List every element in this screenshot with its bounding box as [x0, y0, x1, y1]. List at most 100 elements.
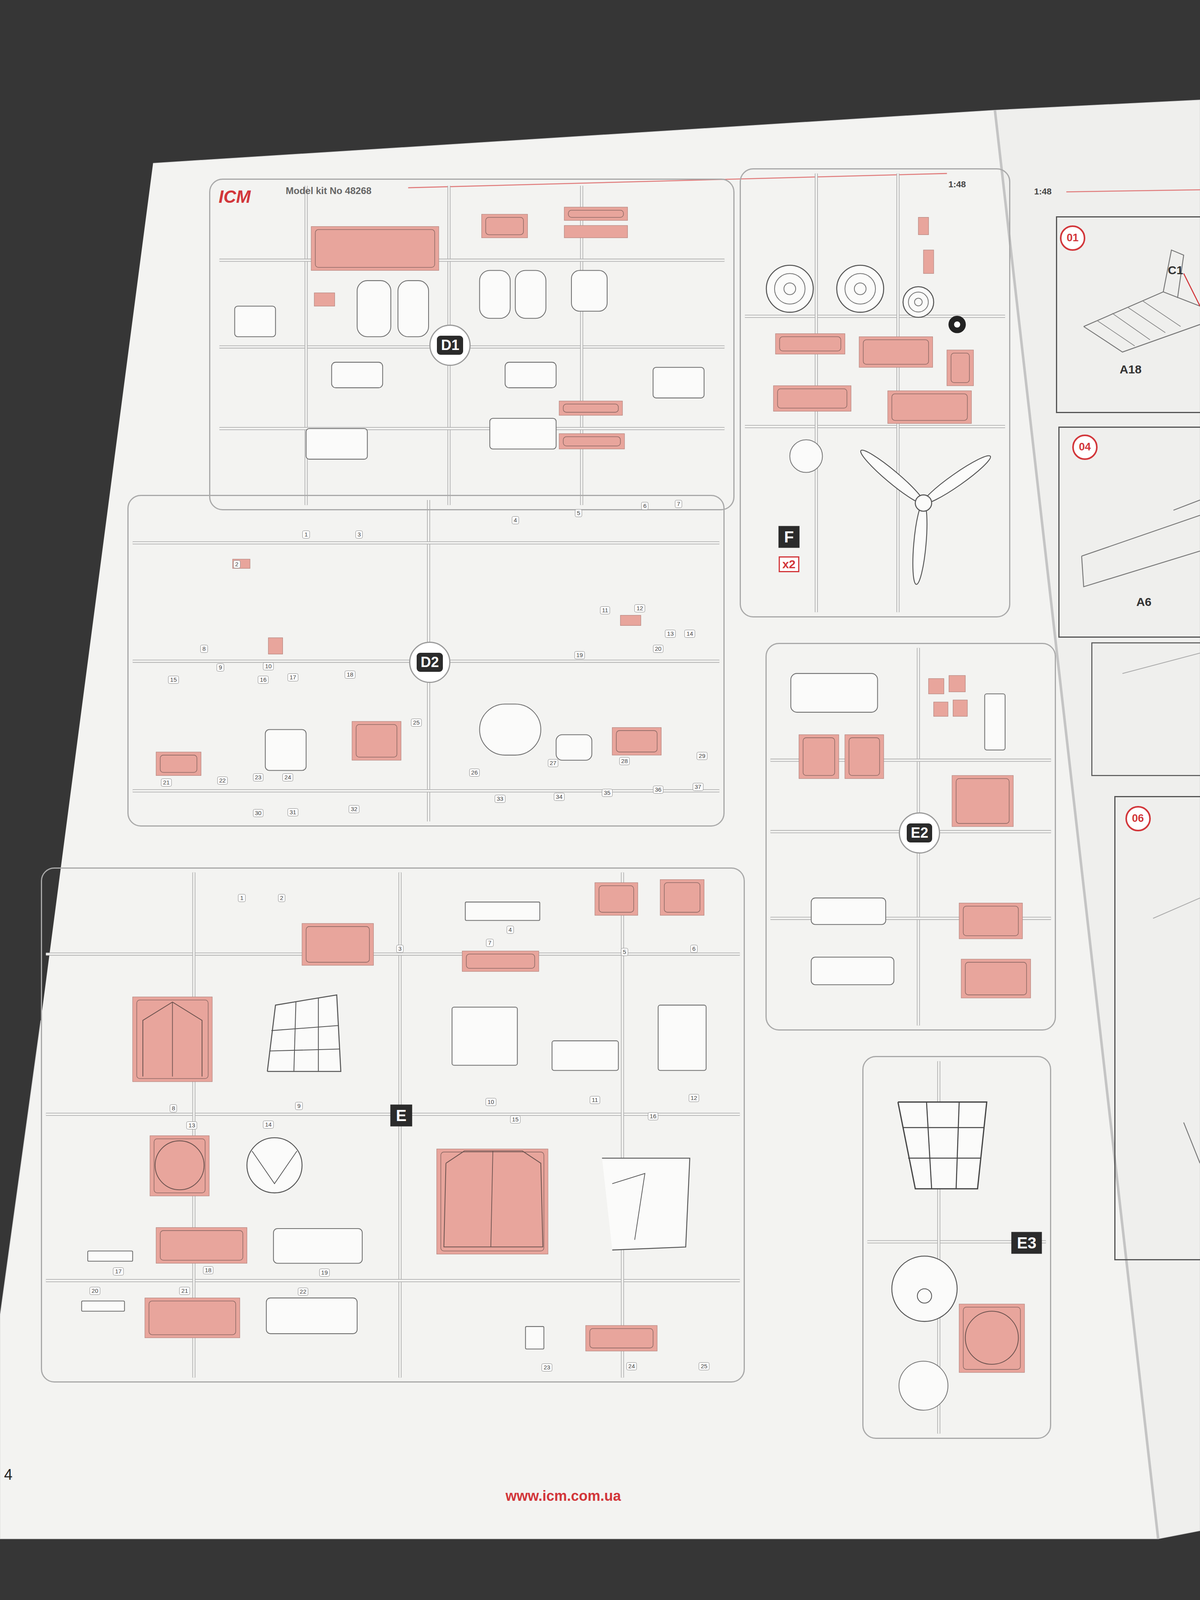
wheel	[766, 265, 814, 313]
part-outline	[616, 730, 658, 752]
window-frame-bar	[271, 1025, 339, 1031]
part-outline	[803, 737, 835, 776]
part-number-box: 29	[696, 751, 708, 760]
part-number-box: 20	[652, 644, 664, 653]
part-number-box: 8	[200, 644, 208, 653]
window-frame-bar	[294, 1001, 297, 1072]
highlighted-part	[311, 226, 439, 271]
sprue-part	[398, 280, 429, 337]
leader-line	[1183, 273, 1200, 306]
sprue-part	[811, 957, 894, 985]
panel-detail	[612, 1173, 645, 1240]
part-number-box: 16	[647, 1112, 659, 1121]
propeller-blade	[910, 502, 930, 585]
wheel-rim	[844, 273, 876, 304]
propeller-hub	[915, 494, 932, 512]
part-number-box: 10	[263, 662, 274, 671]
part-outline	[963, 1307, 1021, 1370]
wheel-rim	[908, 292, 929, 312]
sprue-badge: D1	[429, 324, 471, 366]
highlighted-part	[155, 751, 201, 776]
part-number-box: 33	[494, 794, 506, 803]
sprue-frame: E2	[765, 642, 1057, 1031]
highlighted-part	[798, 734, 839, 779]
part-number-box: 15	[168, 675, 179, 684]
part-outline	[955, 778, 1010, 824]
sprue-runner-core	[132, 790, 720, 792]
part-number-box: 3	[396, 944, 404, 953]
window-frame-bar	[317, 998, 319, 1072]
highlighted-part	[660, 879, 705, 916]
part-reference: A18	[1119, 362, 1142, 376]
sprue-frame: D1	[209, 178, 735, 511]
turret-ring	[965, 1311, 1019, 1365]
sprue-letter: 01	[1066, 231, 1079, 245]
canopy-frame	[926, 1101, 932, 1189]
part-number: 13	[667, 630, 674, 637]
step-sketch	[1122, 653, 1200, 674]
part-number-box: 12	[634, 604, 646, 613]
sprue-runner	[46, 1278, 741, 1283]
canopy-frame	[955, 1101, 960, 1189]
part-number: 1	[304, 530, 308, 538]
turret-ring	[246, 1137, 302, 1193]
sprue-part	[505, 362, 557, 388]
part-number: 12	[636, 604, 644, 612]
part-number: 23	[543, 1363, 551, 1371]
highlighted-part	[559, 401, 623, 416]
sprue-frame: E3	[862, 1055, 1052, 1439]
highlighted-part	[953, 700, 968, 717]
kit-number: Model kit No 48268	[285, 185, 372, 197]
sprue-part	[465, 901, 541, 921]
sprue-part	[571, 270, 608, 312]
part-number: 32	[350, 805, 358, 813]
sprue-runner	[219, 345, 725, 349]
highlighted-part	[564, 207, 628, 221]
page-number: 4	[3, 1465, 13, 1483]
part-number-box: 1	[238, 894, 246, 902]
sprue-badge: F	[778, 525, 800, 548]
highlighted-part	[481, 214, 528, 238]
part-number: 12	[690, 1094, 698, 1102]
sprue-runner	[744, 425, 1006, 429]
canopy-outline	[142, 1001, 202, 1077]
part-number: 16	[649, 1112, 657, 1120]
sprue-part	[479, 270, 511, 319]
part-number: 6	[692, 945, 696, 952]
part-number: 19	[576, 651, 583, 659]
sprue-letter: x2	[782, 557, 796, 572]
part-number: 20	[654, 645, 662, 652]
grid-line	[1142, 301, 1181, 327]
part-number-box: 24	[282, 773, 294, 782]
part-number: 9	[218, 663, 222, 671]
part-outline	[136, 1000, 209, 1079]
highlighted-part	[132, 996, 213, 1082]
part-number-box: 19	[574, 651, 585, 660]
part-number: 4	[513, 516, 517, 524]
highlighted-part	[232, 559, 250, 569]
window-frame-bar	[269, 1048, 340, 1051]
sprue-part	[811, 898, 886, 925]
sprue-runner-core	[46, 953, 741, 955]
sprue-runner-core	[46, 1279, 741, 1282]
part-outline	[153, 1138, 206, 1193]
part-number-box: 12	[688, 1094, 700, 1102]
part-outline	[160, 1230, 243, 1261]
sprue-badge: x2	[778, 556, 799, 573]
part-number-box: 30	[252, 809, 264, 818]
part-outline	[563, 403, 619, 413]
sprue-runner-core	[132, 542, 720, 544]
highlighted-part	[951, 775, 1014, 827]
part-outline	[466, 953, 535, 969]
part-number: 25	[700, 1362, 708, 1370]
part-number-box: 36	[652, 785, 664, 794]
highlighted-part	[961, 959, 1031, 999]
part-number-box: 18	[344, 670, 356, 679]
part-outline	[664, 882, 700, 913]
wheel-hub	[914, 298, 923, 306]
scale-text: 1:48	[1034, 186, 1052, 197]
website: www.icm.com.ua	[505, 1487, 622, 1504]
wheel-hub	[854, 282, 867, 295]
part-number-box: 17	[287, 673, 299, 682]
step-box	[1091, 642, 1200, 776]
